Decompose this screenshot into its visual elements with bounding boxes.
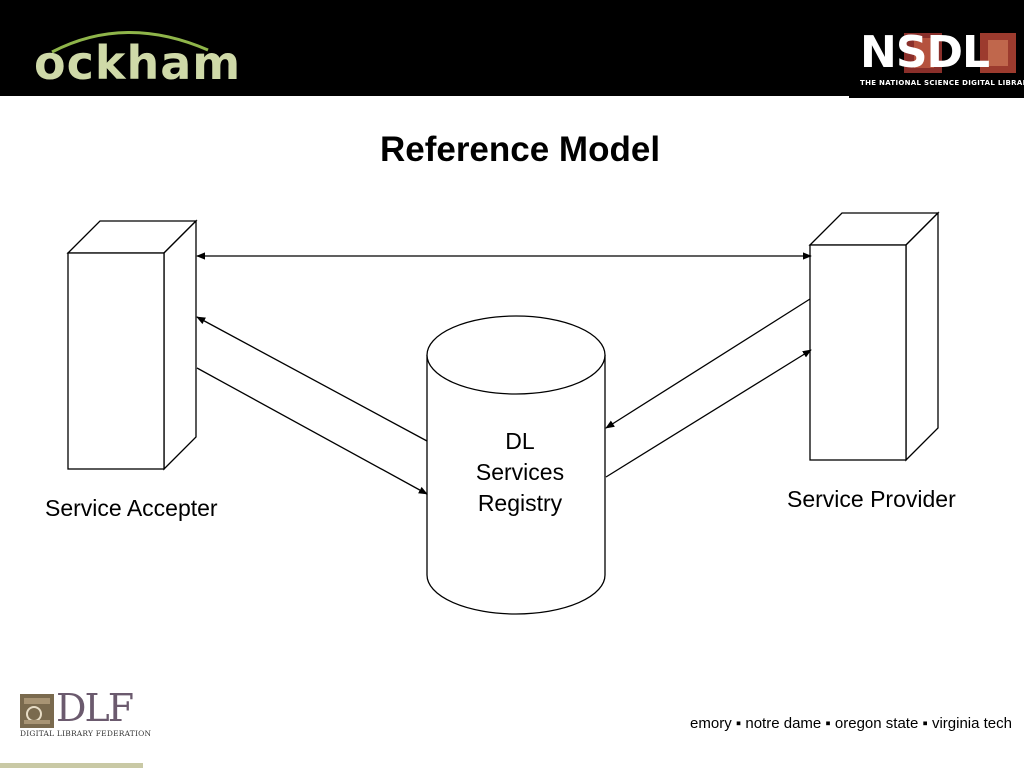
registry-to-provider-arrow (605, 349, 812, 478)
registry-label-line-1: DL (505, 428, 535, 454)
registry-label-line-3: Registry (477, 490, 563, 516)
nsdl-tagline: THE NATIONAL SCIENCE DIGITAL LIBRARY (860, 79, 1024, 87)
footer-institutions: emory ▪ notre dame ▪ oregon state ▪ virg… (690, 715, 1012, 732)
registry-cylinder (426, 315, 606, 615)
header-notch (849, 96, 1024, 98)
accepter-to-registry-arrow (196, 367, 428, 495)
nsdl-logo-bg (904, 33, 1016, 73)
service-accepter-label: Service Accepter (45, 495, 218, 521)
ockham-logo: ockham (34, 36, 242, 90)
nsdl-logo: NSDL (860, 27, 990, 78)
dlf-column-icon (20, 694, 54, 728)
registry-label-line-2: Services (475, 459, 565, 485)
footer-accent-bar (0, 763, 143, 768)
header-bar (0, 0, 1024, 96)
registry-to-accepter-arrow (196, 316, 428, 442)
service-provider-label: Service Provider (787, 486, 956, 512)
slide-title: Reference Model (379, 130, 661, 169)
dlf-logo: DLF (56, 686, 134, 730)
dlf-tagline: DIGITAL LIBRARY FEDERATION (20, 729, 152, 738)
service-accepter-box (66, 219, 198, 471)
ockham-arc-icon (51, 31, 209, 54)
registry-label: DL Services Registry (440, 426, 600, 519)
provider-to-registry-arrow (605, 298, 811, 429)
service-provider-box (808, 211, 940, 462)
